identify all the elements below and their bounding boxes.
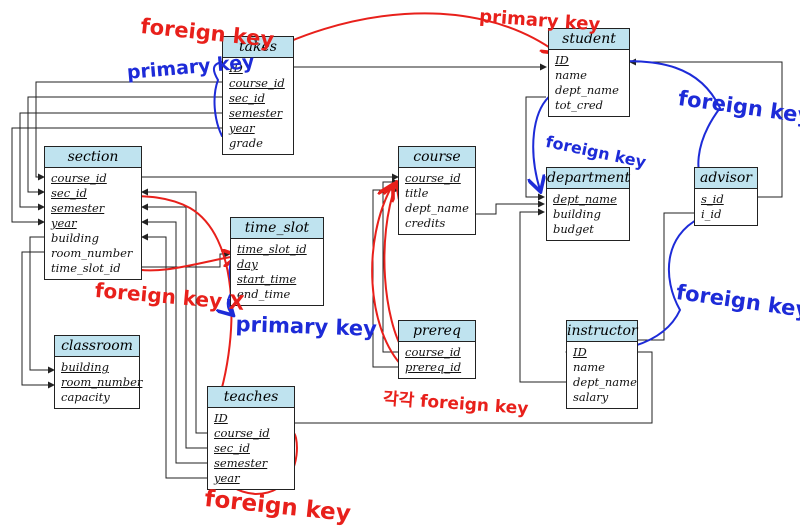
takes-attribute: course_id [229,76,285,90]
section-attribute: year [51,216,77,230]
time-slot-table-header: time_slot [231,218,323,239]
advisor-attribute: s_id [701,192,724,206]
course-attribute: credits [405,216,446,230]
teaches-to-section-line-3 [141,218,207,464]
prereq-attribute: prereq_id [405,360,462,374]
teaches-to-section-red-arrow [126,196,233,403]
section-to-classroom-line-2 [21,251,55,389]
section-attribute: sec_id [51,186,87,200]
time-slot-attribute: end_time [237,287,291,301]
department-table-header: department [547,168,630,189]
instructor-attribute: dept_name [573,375,637,389]
classroom-attribute: building [61,360,109,374]
time-slot-primary-key-note: primary key [235,312,378,341]
student-attribute: tot_cred [555,98,604,112]
course-table-header: course [399,147,475,168]
advisor-table-header: advisor [695,168,757,189]
takes-attribute: year [229,121,255,135]
course-to-department-line [476,200,545,215]
teaches-attribute: ID [214,411,228,425]
student-to-department-line [525,96,546,201]
section-attribute: course_id [51,171,107,185]
student-table-header: student [549,29,629,50]
section-attribute: building [51,231,99,245]
student-attribute: ID [555,53,569,67]
takes-to-section-line-4 [11,127,222,226]
section-table-header: section [45,147,141,168]
prereq-to-course-red-arrow-1 [384,184,405,353]
advisor-to-instructor-line [629,212,694,344]
takes-attribute: semester [229,106,283,120]
time-slot-attribute: time_slot_id [237,242,307,256]
teaches-attribute: sec_id [214,441,250,455]
department-attribute: building [553,207,601,221]
prereq-to-course-red-arrow-2 [371,186,405,369]
student-attribute: dept_name [555,83,619,97]
time-slot-attribute: day [237,257,258,271]
instructor-table-header: instructor [567,321,638,342]
department-attribute: budget [553,222,594,236]
student-to-department-blue-arrow [533,93,553,190]
takes-attribute: ID [229,61,243,75]
takes-attribute: grade [229,136,263,150]
instructor-to-department-line [519,208,566,383]
prereq-attribute: course_id [405,345,461,359]
takes-table-header: takes [223,37,293,58]
takes-attribute: sec_id [229,91,265,105]
advisor-attribute: i_id [701,207,722,221]
classroom-attribute: room_number [61,375,143,389]
teaches-to-section-line-4 [141,233,207,479]
course-attribute: dept_name [405,201,469,215]
takes-pk-bracket [212,61,223,137]
teaches-table-header: teaches [208,387,294,408]
section-to-classroom-line-1 [29,236,55,374]
department-attribute: dept_name [553,192,617,206]
instructor-attribute: salary [573,390,609,404]
course-attribute: course_id [405,171,461,185]
advisor-to-student-line [629,58,783,198]
takes-to-section-line-2 [27,96,222,196]
course-attribute: title [405,186,429,200]
section-attribute: room_number [51,246,133,260]
classroom-attribute: capacity [61,390,110,404]
teaches-attribute: year [214,471,240,485]
section-attribute: semester [51,201,105,215]
section-attribute: time_slot_id [51,261,121,275]
takes-to-section-line-3 [19,112,222,211]
takes-to-section-line-1 [35,81,222,181]
teaches-attribute: course_id [214,426,270,440]
student-attribute: name [555,68,587,82]
teaches-to-section-line-2 [141,203,207,449]
time-slot-attribute: start_time [237,272,297,286]
instructor-attribute: ID [573,345,587,359]
teaches-to-section-line-1 [141,188,207,434]
prereq-table-header: prereq [399,321,475,342]
teaches-attribute: semester [214,456,268,470]
classroom-table-header: classroom [55,336,139,357]
instructor-attribute: name [573,360,605,374]
